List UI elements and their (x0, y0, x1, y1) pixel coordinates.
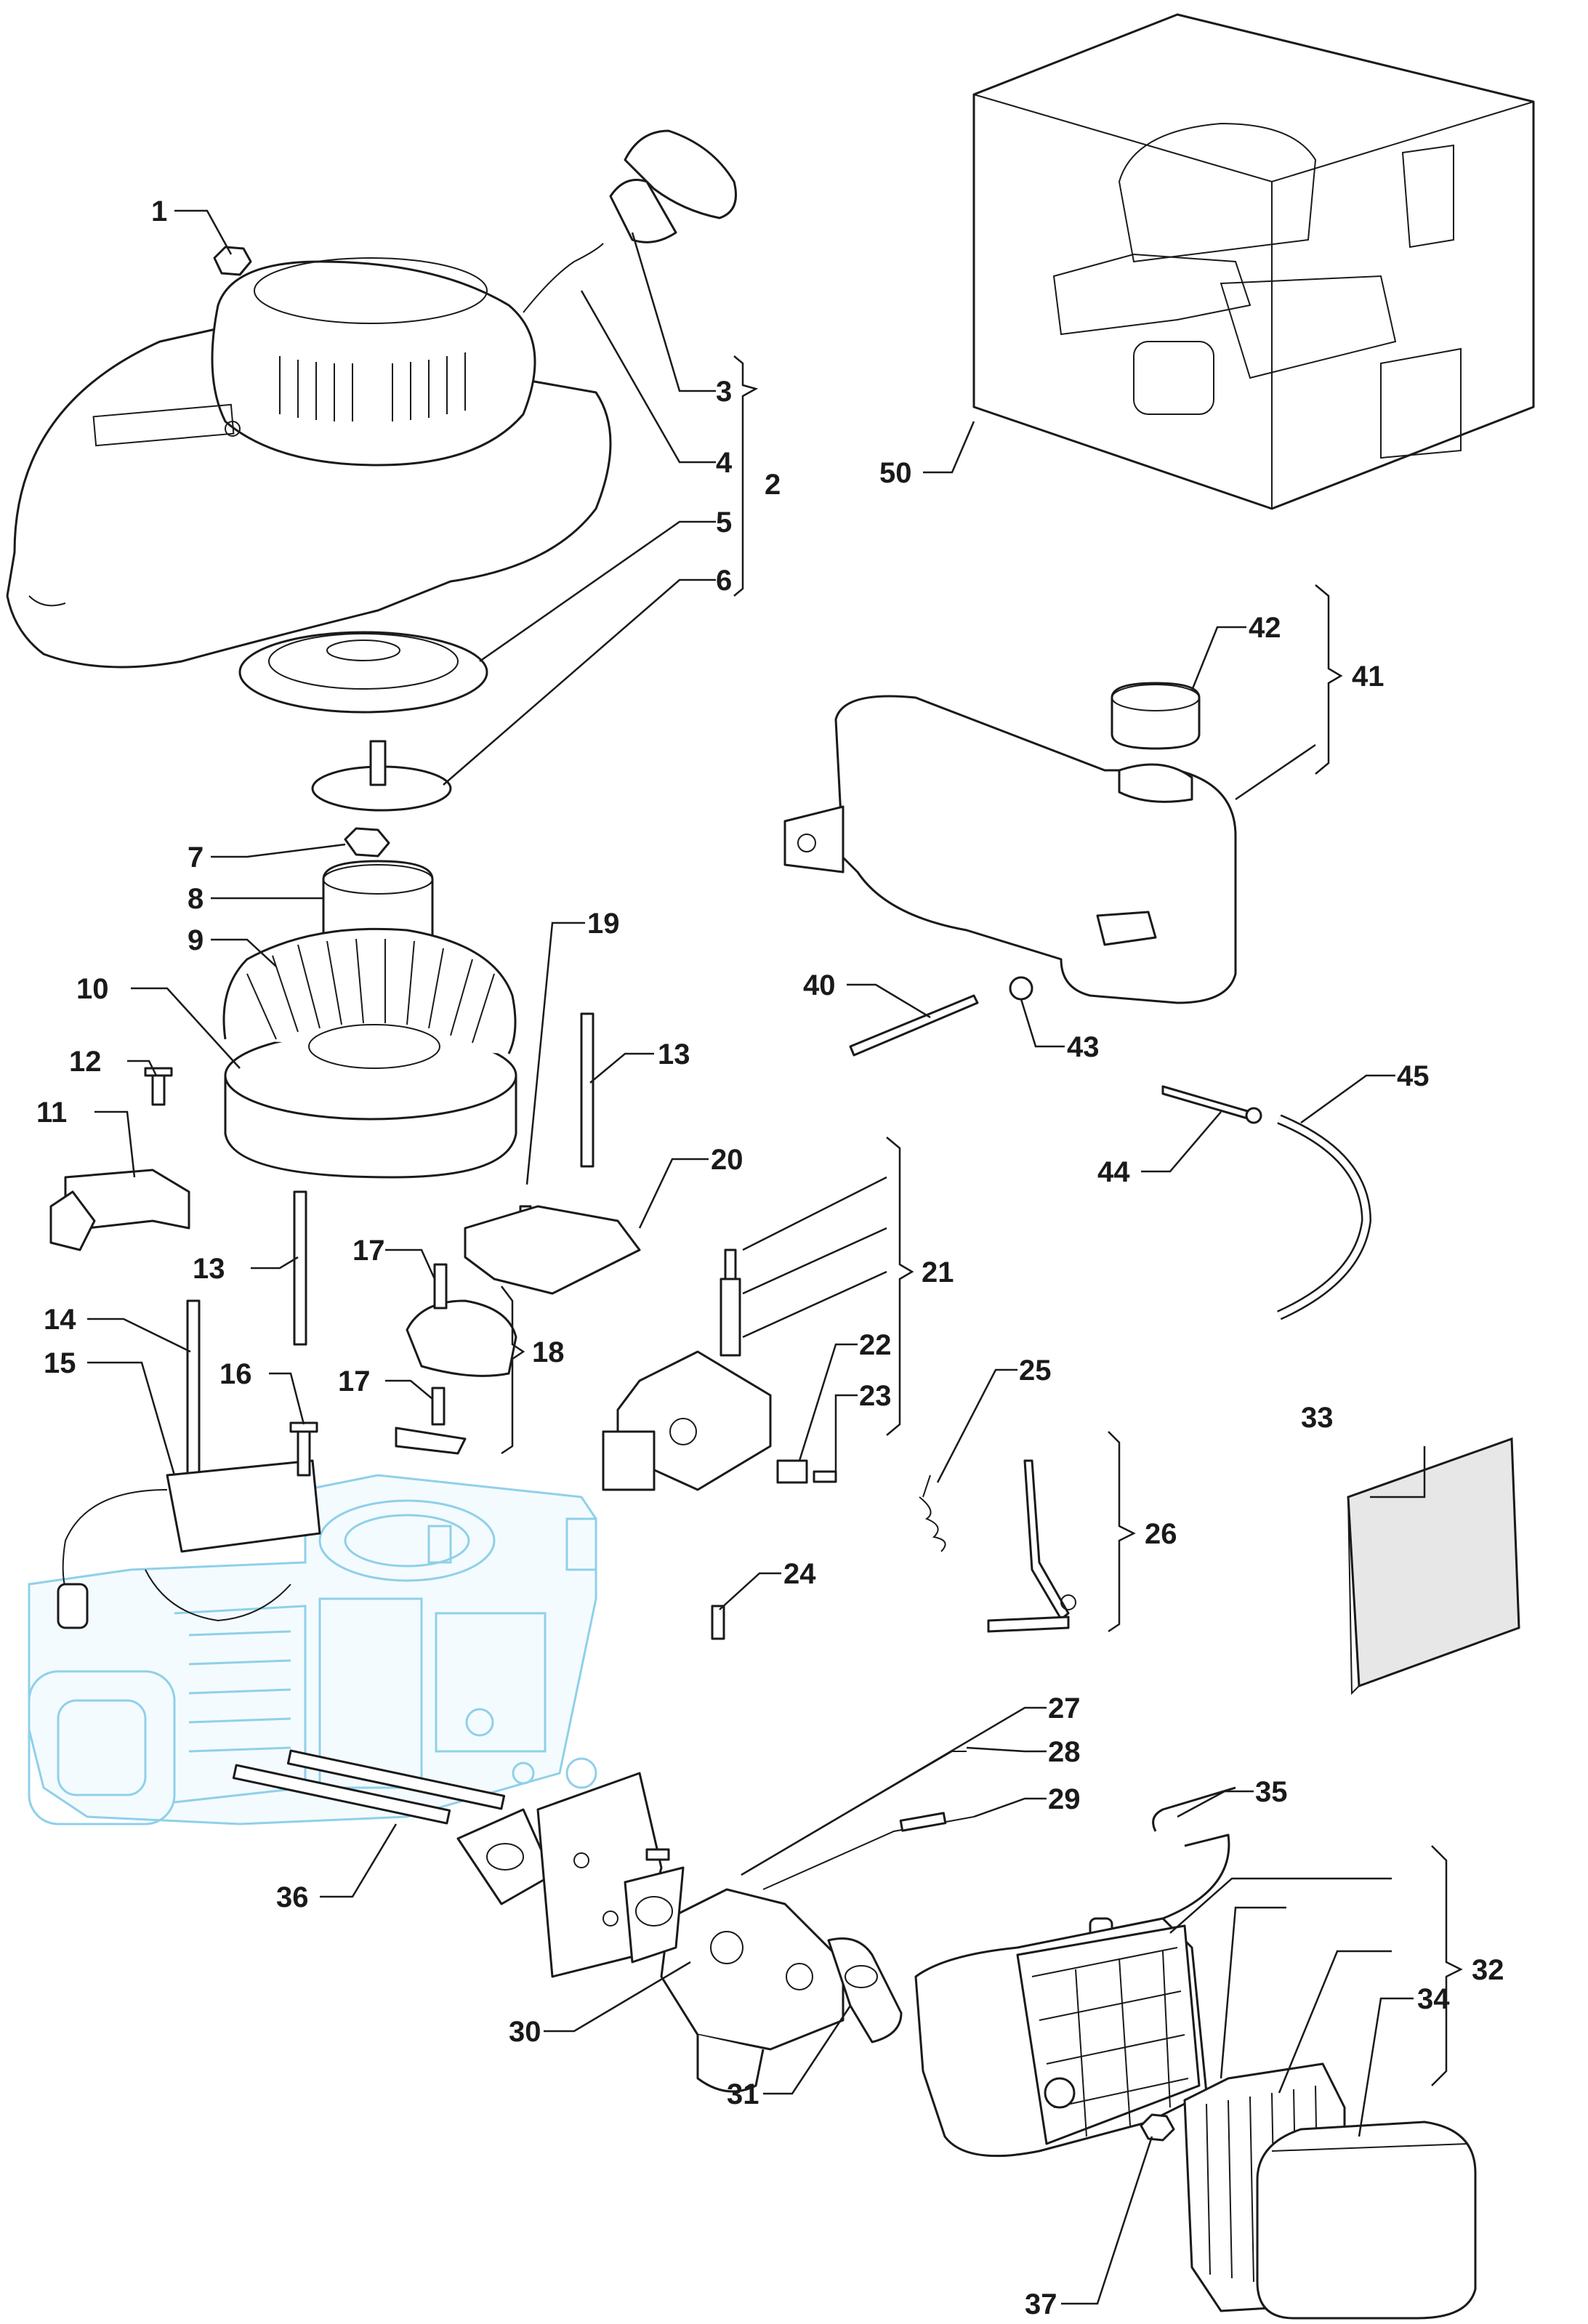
callout-11: 11 (36, 1097, 67, 1129)
callout-1: 1 (151, 195, 167, 227)
callout-44: 44 (1097, 1156, 1130, 1188)
callout-41: 41 (1352, 661, 1385, 693)
callout-40: 40 (803, 969, 836, 1001)
callout-43: 43 (1067, 1031, 1100, 1063)
small-hardware-left (49, 1012, 595, 1346)
callout-36: 36 (276, 1881, 309, 1913)
callout-50: 50 (879, 457, 912, 489)
throttle-bracket-assembly (602, 1248, 837, 1640)
callout-32: 32 (1472, 1954, 1504, 1986)
ignition-coil-assembly (57, 1299, 321, 1629)
callout-28: 28 (1048, 1736, 1081, 1768)
callout-labels: 1 3 4 2 5 6 7 8 9 10 12 11 13 13 14 15 1… (36, 195, 1504, 2320)
callout-13-left: 13 (193, 1253, 225, 1285)
callout-16: 16 (219, 1358, 252, 1390)
callout-8: 8 (188, 883, 203, 915)
callout-12: 12 (69, 1046, 102, 1078)
callout-14: 14 (44, 1304, 76, 1336)
callout-31: 31 (727, 2078, 759, 2110)
fuel-tank-assembly (783, 682, 1371, 1320)
callout-19: 19 (587, 908, 620, 940)
callout-13-right: 13 (658, 1038, 690, 1070)
callout-6: 6 (716, 565, 732, 597)
callout-45: 45 (1397, 1060, 1430, 1092)
callout-17-bottom: 17 (338, 1365, 371, 1397)
callout-10: 10 (76, 973, 109, 1005)
leader-lines (87, 209, 1463, 2305)
flywheel-assembly (222, 827, 517, 1179)
callout-25: 25 (1019, 1355, 1052, 1387)
air-filter-assembly (914, 1437, 1520, 2320)
callout-42: 42 (1249, 612, 1281, 644)
callout-29: 29 (1048, 1783, 1081, 1815)
callout-30: 30 (509, 2016, 541, 2048)
recoil-starter-assembly (6, 129, 737, 812)
callout-37: 37 (1025, 2288, 1057, 2320)
callout-27: 27 (1048, 1692, 1081, 1724)
callout-17-top: 17 (352, 1235, 385, 1267)
callout-15: 15 (44, 1347, 76, 1379)
callout-33: 33 (1301, 1402, 1334, 1434)
callout-35: 35 (1255, 1776, 1288, 1808)
intake-gaskets (232, 1749, 685, 1978)
callout-4: 4 (716, 447, 733, 479)
callout-20: 20 (711, 1144, 743, 1176)
callout-5: 5 (716, 507, 732, 538)
callout-21: 21 (922, 1256, 954, 1288)
governor-assembly (395, 1205, 641, 1455)
complete-engine-box (972, 13, 1535, 510)
linkage-assembly (919, 1459, 1076, 1633)
callout-34: 34 (1417, 1983, 1450, 2015)
callout-22: 22 (859, 1329, 892, 1361)
callout-24: 24 (783, 1558, 816, 1590)
carburetor-assembly (660, 1751, 975, 2093)
callout-9: 9 (188, 924, 203, 956)
engine-block-ghost (28, 1474, 597, 1825)
callout-18: 18 (532, 1336, 565, 1368)
callout-7: 7 (188, 842, 203, 873)
callout-23: 23 (859, 1380, 892, 1412)
callout-2: 2 (765, 469, 781, 501)
callout-3: 3 (716, 376, 732, 408)
callout-26: 26 (1145, 1518, 1177, 1550)
